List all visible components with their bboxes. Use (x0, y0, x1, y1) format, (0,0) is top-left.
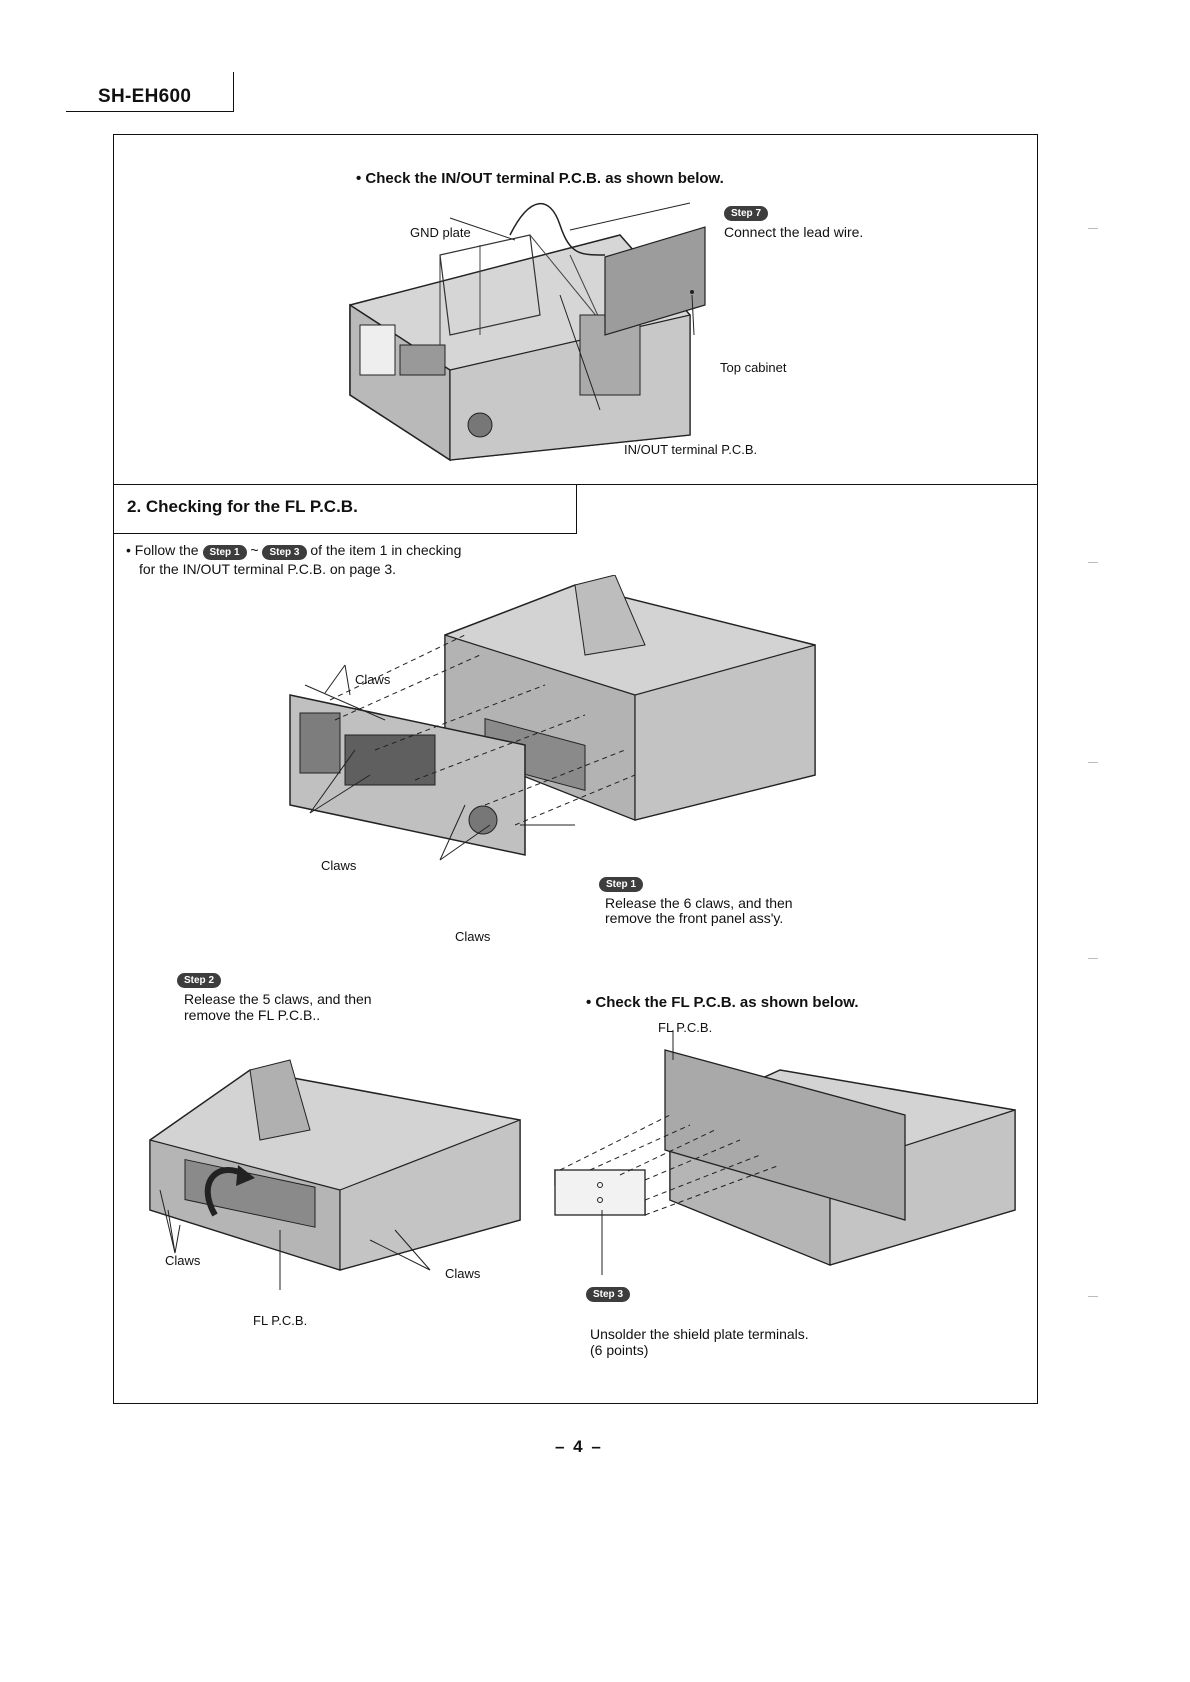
page-number: – 4 – (555, 1437, 603, 1456)
fl-pcb-label-left: FL P.C.B. (253, 1313, 308, 1328)
section2-title: 2. Checking for the FL P.C.B. (127, 497, 358, 516)
step3-badge: Step 3 (586, 1284, 631, 1302)
shield-plate-illustration (554, 1030, 1016, 1275)
fl-pcb-removal-illustration (149, 1059, 521, 1290)
margin-tick (1088, 958, 1098, 959)
claws-label-top: Claws (355, 672, 391, 687)
check-fl-instruction: • Check the FL P.C.B. as shown below. (586, 994, 859, 1011)
claws-label-left: Claws (321, 858, 357, 873)
step7-text: Connect the lead wire. (724, 224, 864, 240)
section2-title-box (113, 484, 577, 534)
header-underline (66, 111, 234, 112)
step1-line2: remove the front panel ass'y. (605, 910, 784, 926)
gnd-plate-label: GND plate (410, 225, 471, 240)
step2-badge: Step 2 (177, 970, 222, 988)
step1-line1: Release the 6 claws, and then (605, 895, 793, 911)
margin-tick (1088, 562, 1098, 563)
section-divider (113, 484, 1038, 485)
step1-badge: Step 1 (599, 874, 644, 892)
margin-tick (1088, 228, 1098, 229)
follow-instruction-line2: for the IN/OUT terminal P.C.B. on page 3… (139, 561, 397, 577)
fl-pcb-label-right: FL P.C.B. (658, 1020, 713, 1035)
follow-step3-badge: Step 3 (262, 545, 307, 560)
top-cabinet-label: Top cabinet (720, 360, 787, 375)
inout-pcb-label: IN/OUT terminal P.C.B. (624, 442, 758, 457)
inout-pcb-illustration (349, 202, 706, 462)
margin-tick (1088, 762, 1098, 763)
claws-label-fl-right: Claws (445, 1266, 481, 1281)
claws-label-bottom: Claws (455, 929, 491, 944)
step3-line2: (6 points) (590, 1342, 649, 1358)
follow-step1-badge: Step 1 (202, 545, 247, 560)
header-divider (233, 72, 234, 112)
step2-line2: remove the FL P.C.B.. (184, 1007, 321, 1023)
section1-instruction: • Check the IN/OUT terminal P.C.B. as sh… (356, 170, 724, 187)
step3-line1: Unsolder the shield plate terminals. (590, 1326, 809, 1342)
content-frame (113, 134, 1038, 1404)
model-number: SH-EH600 (98, 86, 192, 107)
step2-line1: Release the 5 claws, and then (184, 991, 372, 1007)
claws-label-fl-left: Claws (165, 1253, 201, 1268)
step7-badge: Step 7 (724, 203, 769, 221)
front-panel-removal-illustration (289, 575, 816, 861)
margin-tick (1088, 1296, 1098, 1297)
follow-instruction: • Follow the Step 1 ~ Step 3 of the item… (126, 542, 462, 560)
